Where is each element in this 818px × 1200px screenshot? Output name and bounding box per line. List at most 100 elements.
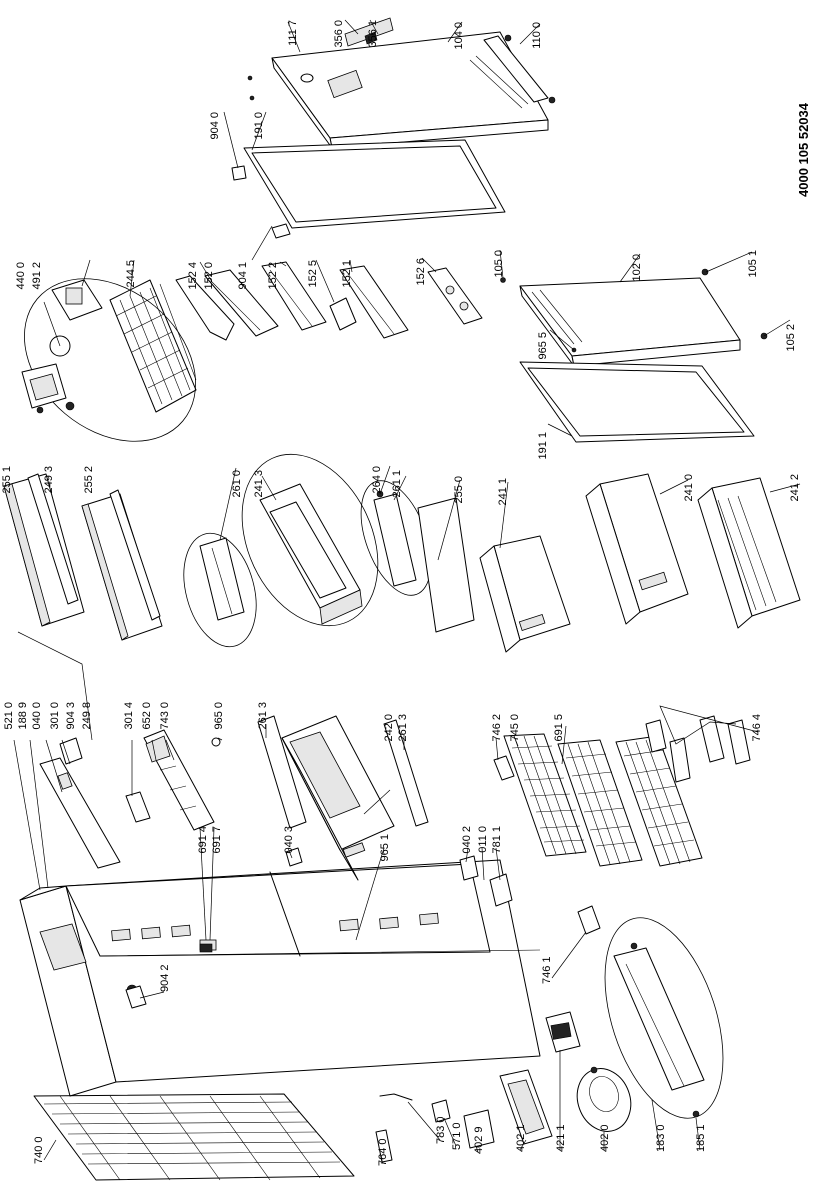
label-191-1: 191 1 [537,432,549,460]
label-743-0: 743 0 [159,702,171,730]
label-241-1: 241 1 [497,478,509,506]
label-421-1: 421 1 [555,1124,567,1152]
label-402-9: 402 9 [473,1126,485,1154]
label-105-2: 105 2 [785,324,797,352]
label-111-7: 111 7 [287,20,299,46]
drawer-241-0 [585,473,689,625]
control-421-1 [545,1011,581,1053]
balcony-152-6 [427,267,483,325]
rail-261-1 [373,490,417,587]
label-185-1: 185 1 [695,1124,707,1152]
label-904-0: 904 0 [209,112,221,140]
document-number: 4000 105 52034 [796,102,811,197]
label-264-0: 264 0 [371,466,383,494]
evaporator-coil [109,279,197,413]
label-110-0: 110 0 [531,22,543,49]
handle-strip [483,35,549,103]
upper-door [271,31,549,149]
light-housing-301-4 [125,791,151,823]
label-040-0: 040 0 [31,702,43,730]
condenser [33,1093,355,1181]
drawer-group-outline [241,453,379,627]
label-904-3: 904 3 [65,702,77,730]
label-244-5: 244 5 [125,260,137,288]
label-746-1: 746 1 [541,956,553,984]
label-241-2: 241 2 [789,474,801,502]
label-255-2: 255 2 [83,466,95,494]
label-491-2: 491 2 [31,262,43,290]
label-745-0: 745 0 [509,714,521,742]
bracket-904-3 [59,737,83,765]
shelf-trim-lower [109,489,161,621]
label-102-0: 102 0 [631,254,643,282]
plug-965-0 [211,737,221,747]
label-965-0: 965 0 [213,702,225,730]
label-356-0: 356 0 [333,20,345,48]
clip-904-0 [231,165,247,181]
label-904-1: 904 1 [237,262,249,290]
label-188-9: 188 9 [17,702,29,730]
balcony-152-5 [329,297,357,331]
lower-gasket [519,361,755,443]
label-249-8: 249 8 [81,702,93,730]
label-152-0: 152 0 [203,262,215,290]
label-781-1: 781 1 [491,826,503,854]
label-249-3: 249 3 [43,466,55,494]
clip-746-1 [577,905,601,935]
label-191-0: 191 0 [253,112,265,140]
compressor-402-0 [576,1066,632,1132]
label-152-4: 152 4 [187,262,199,290]
label-242-0: 242 0 [383,714,395,742]
fan-bracket [51,279,103,321]
fan-cover-743-0 [143,729,215,831]
tube-783-0 [379,1093,413,1101]
label-965-1: 965 1 [379,834,391,862]
bottle-rack-746-4 [645,715,751,783]
label-764-0: 764 0 [377,1138,389,1166]
label-183-0: 183 0 [655,1124,667,1152]
clip-904-1 [271,223,291,239]
drawer-241-3 [259,483,363,625]
label-965-5: 965 5 [537,332,549,360]
label-261-3-b: 261 3 [397,714,409,742]
label-301-4: 301 4 [123,702,135,730]
label-691-4: 691 4 [197,826,209,854]
wire-shelf-right [615,735,703,867]
label-104-0: 104 0 [453,22,465,50]
label-691-5: 691 5 [553,714,565,742]
label-261-0: 261 0 [231,470,243,498]
drawer-242-0 [281,715,395,881]
relay-402-9 [463,1109,495,1149]
label-040-3: 040 3 [283,826,295,854]
evaporator-group-outline [24,278,196,442]
bracket-904-2 [125,985,147,1009]
label-152-5: 152 5 [307,260,319,288]
crisper-rail [199,537,245,621]
balcony-152-4 [204,269,279,337]
door-hinge-cover [344,17,394,47]
label-783-0: 783 0 [435,1116,447,1144]
rail-261-3-lower [383,719,429,827]
plug-571-0 [431,1099,451,1123]
crisper-rail-outline [183,532,257,648]
drawer-241-2 [697,477,801,629]
small-screws-top [247,34,556,104]
label-571-0: 571 0 [451,1122,463,1150]
hinge-781-1 [489,873,513,907]
hinge-040-2 [459,855,479,881]
label-152-1: 152 1 [341,260,353,288]
label-746-4: 746 4 [751,714,763,742]
label-402-1: 402 1 [515,1124,527,1152]
wire-shelf-middle [557,739,643,867]
label-301-0: 301 0 [49,702,61,730]
fan-motor [21,335,75,414]
drawer-241-1 [479,535,571,653]
callout-labels: 111 7 356 0 356 1 104 0 110 0 904 0 191 … [1,20,801,1166]
label-255-0: 255 0 [453,476,465,504]
lower-door [519,277,741,367]
thermostat-691 [199,943,213,953]
label-040-2: 040 2 [461,826,473,854]
cabinet-body [19,859,541,1097]
balcony-152-1 [339,265,409,339]
